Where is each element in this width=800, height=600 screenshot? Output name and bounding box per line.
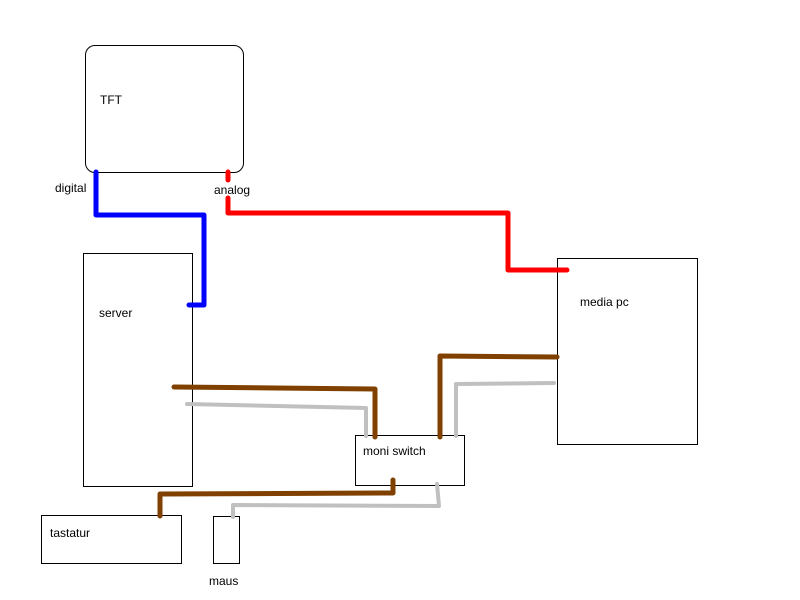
maus-label: maus [209,574,239,588]
tft-label: TFT [100,93,122,107]
tft-monitor [85,45,244,173]
mediapc-usb-cable [454,381,556,438]
tastatur-label: tastatur [50,526,91,540]
moni-switch-box [355,435,465,486]
digital-cable [93,169,207,308]
server-video-cable [171,384,378,440]
server-box [83,253,193,487]
media-pc-label: media pc [580,295,629,309]
digital-label: digital [55,181,87,195]
mouse-cable [231,482,441,519]
server-usb-cable [185,402,368,438]
mediapc-video-cable [437,353,560,440]
tastatur-box [41,515,182,564]
media-pc-box [557,258,698,445]
analog-cable [225,195,570,273]
moni-switch-label: moni switch [363,444,426,458]
keyboard-cable [157,477,396,519]
server-label: server [99,306,133,320]
analog-label: analog [214,183,251,197]
maus-box [213,516,240,564]
